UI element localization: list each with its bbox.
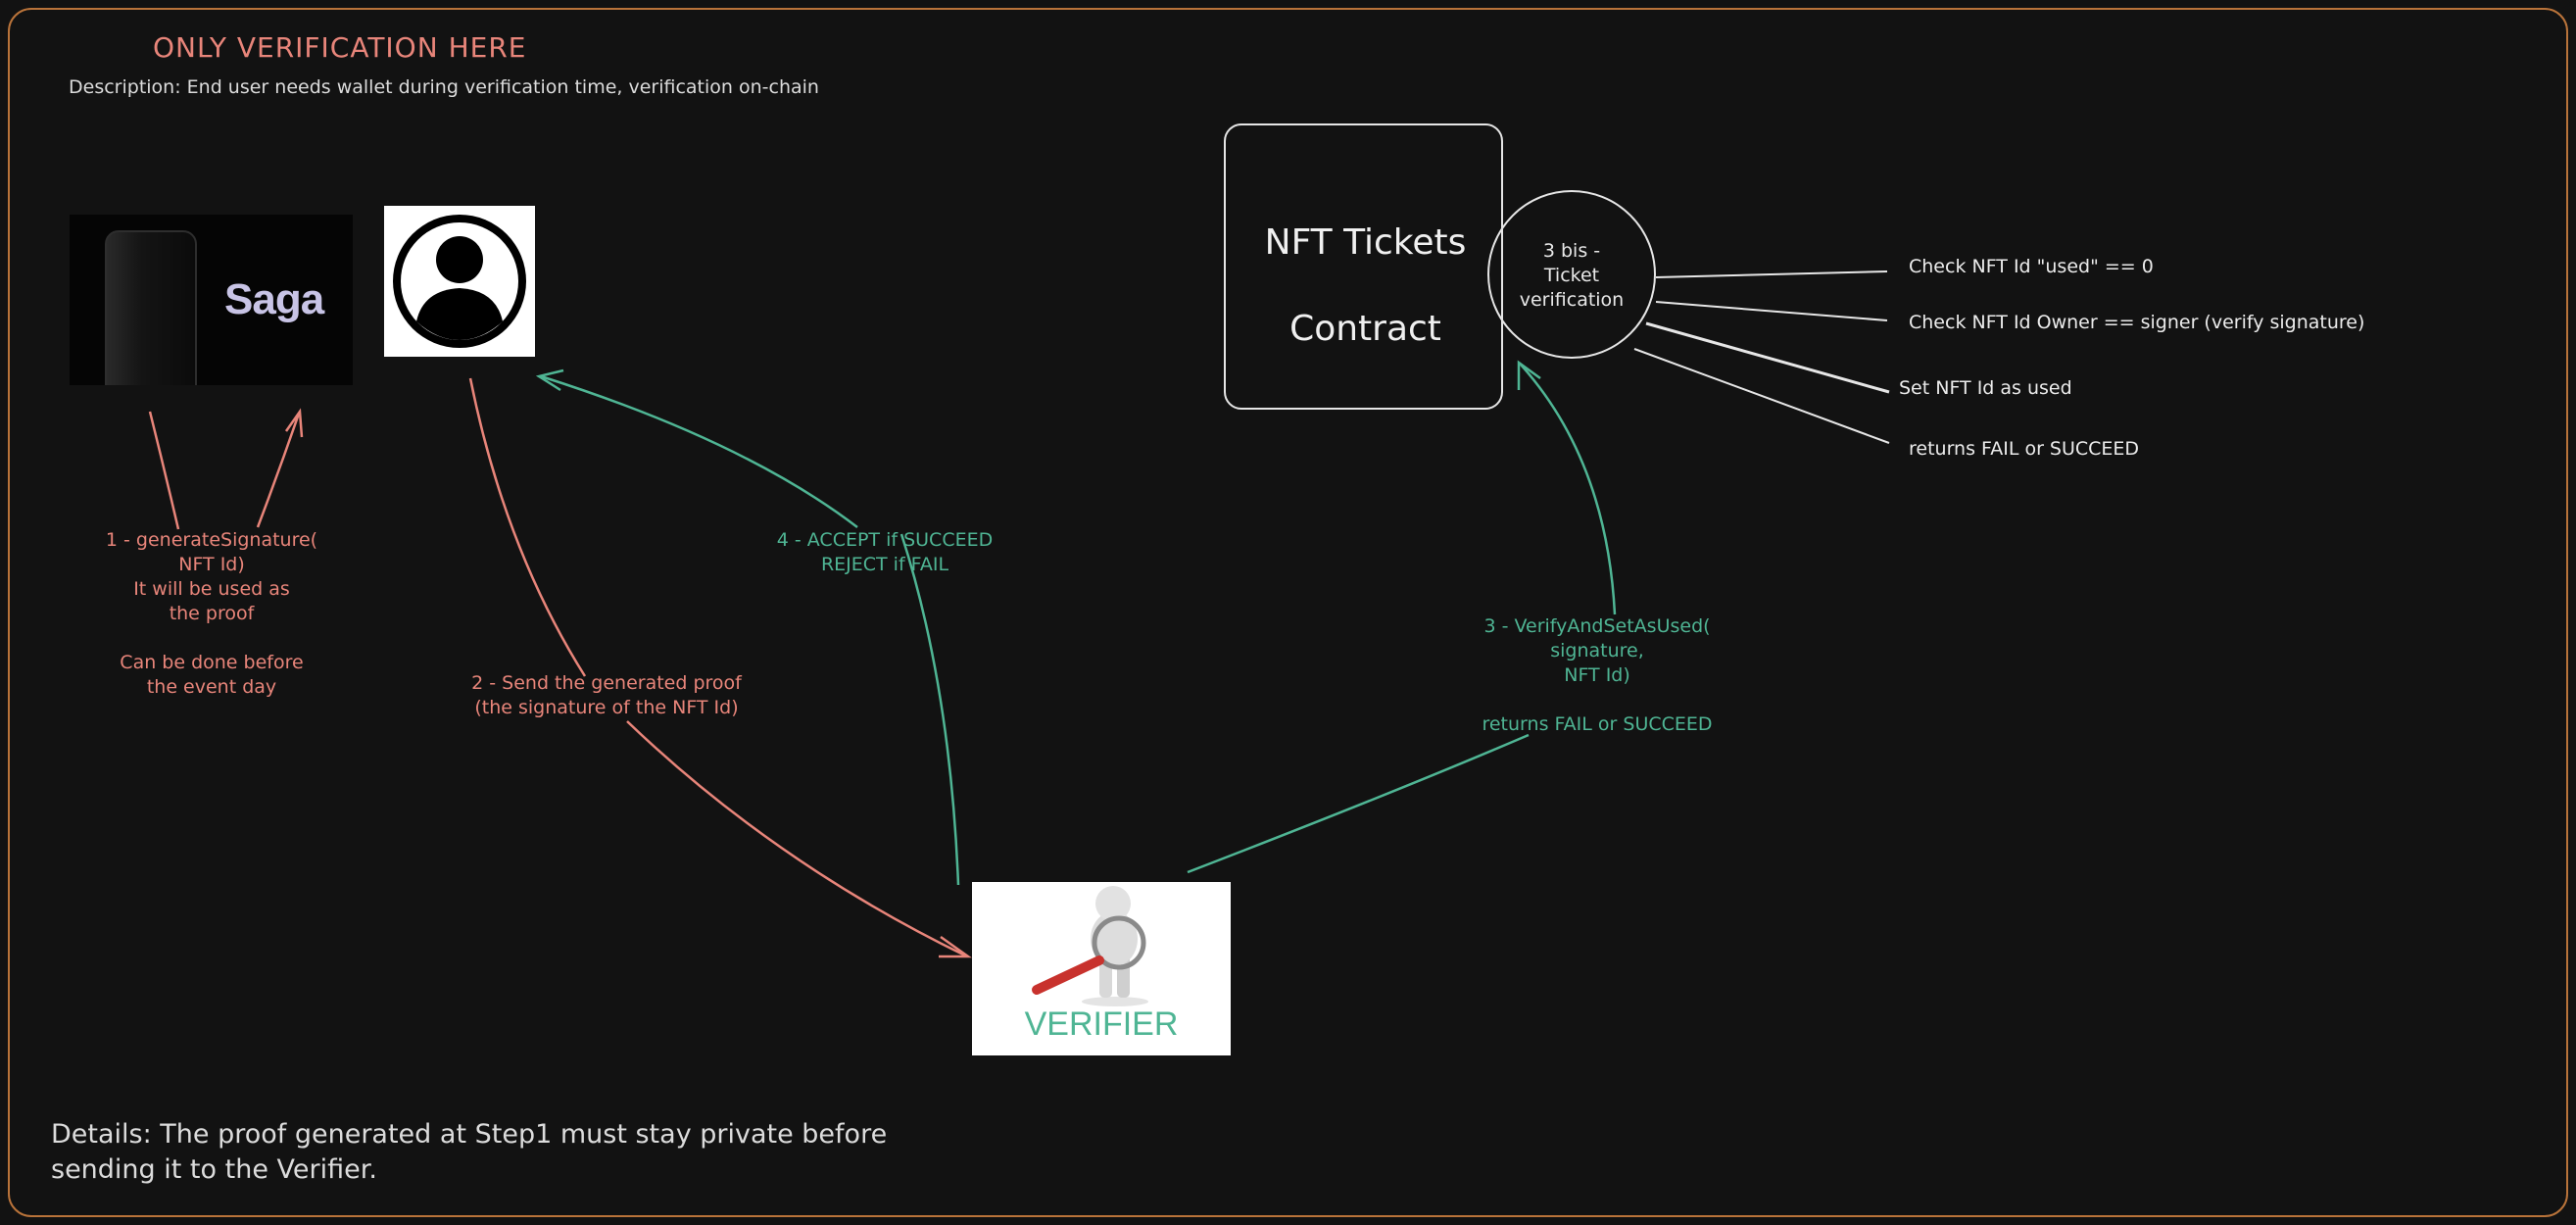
ticket-verification-circle: 3 bis - Ticket verification xyxy=(1487,190,1656,359)
set-used-text: Set NFT Id as used xyxy=(1899,377,2072,399)
arrow-step2-to-verifier xyxy=(626,720,966,957)
arrowhead-step3-to-circle xyxy=(1517,360,1541,390)
arrow-step1-down xyxy=(148,411,180,530)
line-check-4 xyxy=(1633,348,1890,444)
returns-result-text: returns FAIL or SUCCEED xyxy=(1909,438,2140,460)
line-check-1 xyxy=(1655,270,1888,278)
check-owner-text: Check NFT Id Owner == signer (verify sig… xyxy=(1909,312,2365,333)
line-check-2 xyxy=(1655,301,1888,321)
description-text: Description: End user needs wallet durin… xyxy=(69,76,819,98)
arrowhead-step4-to-user xyxy=(535,368,564,392)
board-frame xyxy=(8,8,2568,1217)
saga-phone-image: Saga xyxy=(70,215,353,385)
page-title: ONLY VERIFICATION HERE xyxy=(153,31,527,64)
step1-note: 1 - generateSignature( NFT Id) It will b… xyxy=(105,529,318,698)
step3-note: 3 - VerifyAndSetAsUsed( signature, NFT I… xyxy=(1482,615,1713,735)
verifier-image: VERIFIER xyxy=(972,882,1231,1055)
arrow-verifier-to-step3 xyxy=(1187,733,1530,874)
arrow-step4-to-user xyxy=(540,374,858,528)
magnifier-figure-icon xyxy=(1032,886,1148,1006)
line-check-3 xyxy=(1645,321,1890,394)
user-icon xyxy=(393,215,526,348)
details-note: Details: The proof generated at Step1 mu… xyxy=(51,1119,888,1185)
check-used-text: Check NFT Id "used" == 0 xyxy=(1909,256,2154,277)
arrow-verifier-to-step4 xyxy=(899,533,960,886)
step4-note: 4 - ACCEPT if SUCCEED REJECT if FAIL xyxy=(776,529,994,575)
arrowhead-step2-to-verifier xyxy=(939,935,972,958)
arrow-step1-up xyxy=(256,413,301,528)
arrow-step3-to-circle xyxy=(1520,364,1617,615)
user-avatar xyxy=(384,206,535,357)
step2-note: 2 - Send the generated proof (the signat… xyxy=(471,672,742,718)
nft-tickets-contract-box: NFT Tickets Contract xyxy=(1224,123,1503,410)
phone-shape xyxy=(105,230,197,385)
contract-title: NFT Tickets Contract xyxy=(1264,222,1467,349)
verification-circle-label: 3 bis - Ticket verification xyxy=(1519,240,1625,311)
saga-logo-text: Saga xyxy=(224,275,324,323)
arrowhead-step1-up xyxy=(284,408,304,438)
verifier-label: VERIFIER xyxy=(1024,1005,1179,1043)
arrow-user-to-step2 xyxy=(468,377,587,677)
